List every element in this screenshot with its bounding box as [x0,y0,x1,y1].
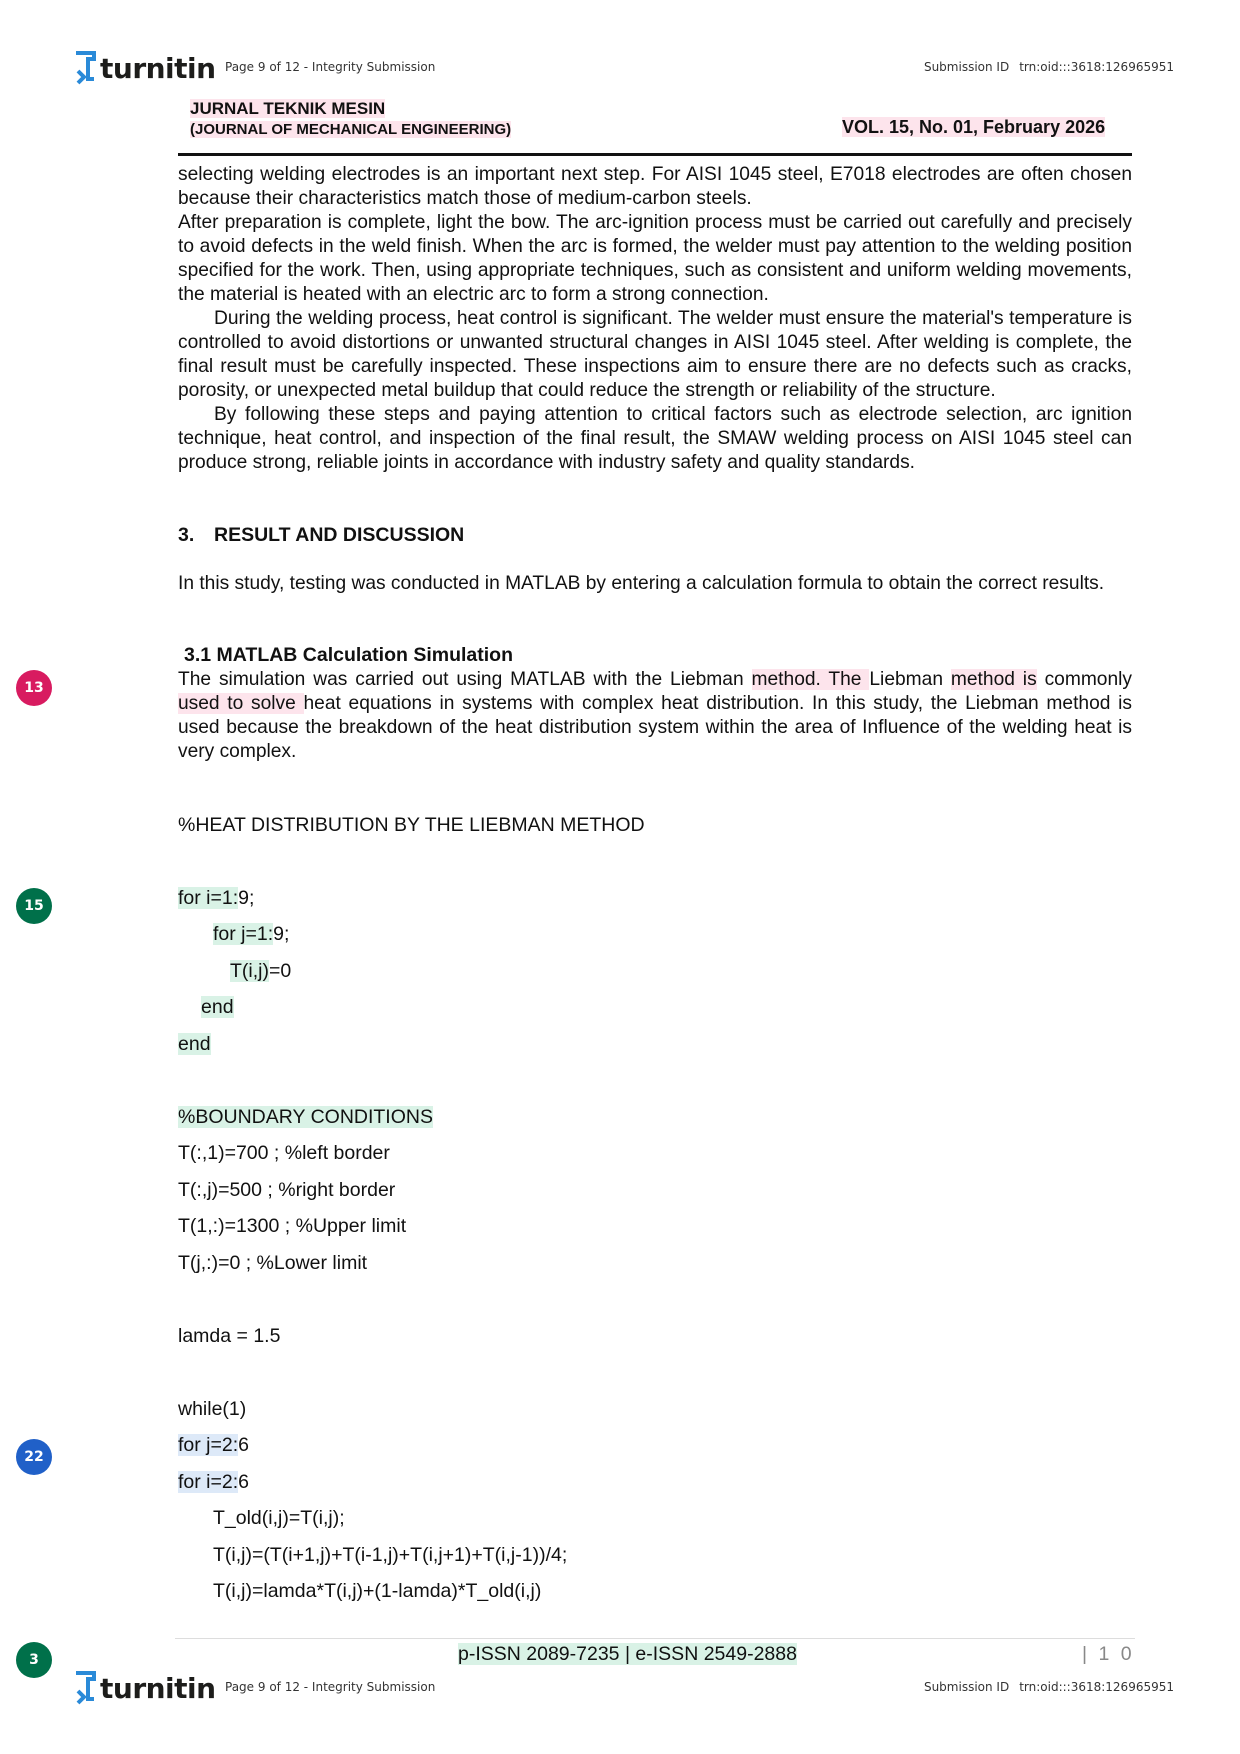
turnitin-logo-icon [76,1671,96,1705]
code-line: lamda = 1.5 [178,1325,281,1347]
code-line: T(i,j)=(T(i+1,j)+T(i-1,j)+T(i,j+1)+T(i,j… [213,1544,568,1566]
issn: p-ISSN 2089-7235 | e-ISSN 2549-2888 [458,1643,797,1665]
code-line: end [201,996,234,1018]
submission-id: Submission ID trn:oid:::3618:126965951 [924,60,1174,74]
code-line: while(1) [178,1398,247,1420]
submission-id-label: Submission ID [923,1680,1010,1694]
match-badge[interactable]: 22 [16,1439,52,1475]
submission-id: Submission ID trn:oid:::3618:126965951 [924,1680,1174,1694]
turnitin-logo: turnitin [74,1668,216,1708]
header-rule [178,153,1132,156]
match-badge[interactable]: 13 [16,670,52,706]
section-intro: In this study, testing was conducted in … [178,573,1105,594]
page-info: Page 9 of 12 - Integrity Submission [225,60,436,74]
code-line: T_old(i,j)=T(i,j); [213,1507,345,1529]
subsection-heading: 3.1 MATLAB Calculation Simulation [184,644,513,666]
footer-rule [175,1638,1135,1639]
turnitin-logo-text: turnitin [100,1671,216,1705]
body-paragraphs: selecting welding electrodes is an impor… [178,163,1132,475]
turnitin-logo-text: turnitin [100,51,216,85]
code-line: for i=2:6 [178,1471,250,1493]
code-line: T(j,:)=0 ; %Lower limit [178,1252,368,1274]
code-line: for j=1:9; [213,923,290,945]
code-line: T(i,j)=lamda*T(i,j)+(1-lamda)*T_old(i,j) [213,1580,542,1602]
paragraph: By following these steps and paying atte… [178,404,1132,473]
submission-id-label: Submission ID [923,60,1010,74]
page-info: Page 9 of 12 - Integrity Submission [225,1680,436,1694]
code-line: T(:,1)=700 ; %left border [178,1142,390,1164]
submission-id-value: trn:oid:::3618:126965951 [1019,60,1174,74]
page-number: | 1 0 [1082,1643,1135,1665]
code-line: for i=1:9; [178,887,255,909]
turnitin-footer: turnitin Page 9 of 12 - Integrity Submis… [0,1668,1240,1708]
code-line: for j=2:6 [178,1434,250,1456]
paragraph: selecting welding electrodes is an impor… [178,164,1132,209]
paragraph: After preparation is complete, light the… [178,212,1132,305]
journal-volume: VOL. 15, No. 01, February 2026 [842,117,1106,137]
paragraph: During the welding process, heat control… [178,308,1132,401]
submission-id-value: trn:oid:::3618:126965951 [1019,1680,1174,1694]
journal-name-en: (JOURNAL OF MECHANICAL ENGINEERING) [190,121,512,138]
subsection-paragraph: The simulation was carried out using MAT… [178,669,1133,762]
code-line: T(i,j)=0 [230,960,292,982]
turnitin-logo-icon [76,51,96,85]
journal-name: JURNAL TEKNIK MESIN [190,99,386,118]
turnitin-header: turnitin Page 9 of 12 - Integrity Submis… [0,48,1240,88]
code-line: T(1,:)=1300 ; %Upper limit [178,1215,407,1237]
section-heading: 3.RESULT AND DISCUSSION [178,524,465,546]
code-line: T(:,j)=500 ; %right border [178,1179,396,1201]
match-badge[interactable]: 15 [16,888,52,924]
code-comment: %HEAT DISTRIBUTION BY THE LIEBMAN METHOD [178,814,645,836]
code-line: end [178,1033,211,1055]
code-comment: %BOUNDARY CONDITIONS [178,1106,433,1128]
turnitin-logo: turnitin [74,48,216,88]
match-badge[interactable]: 3 [16,1642,52,1678]
